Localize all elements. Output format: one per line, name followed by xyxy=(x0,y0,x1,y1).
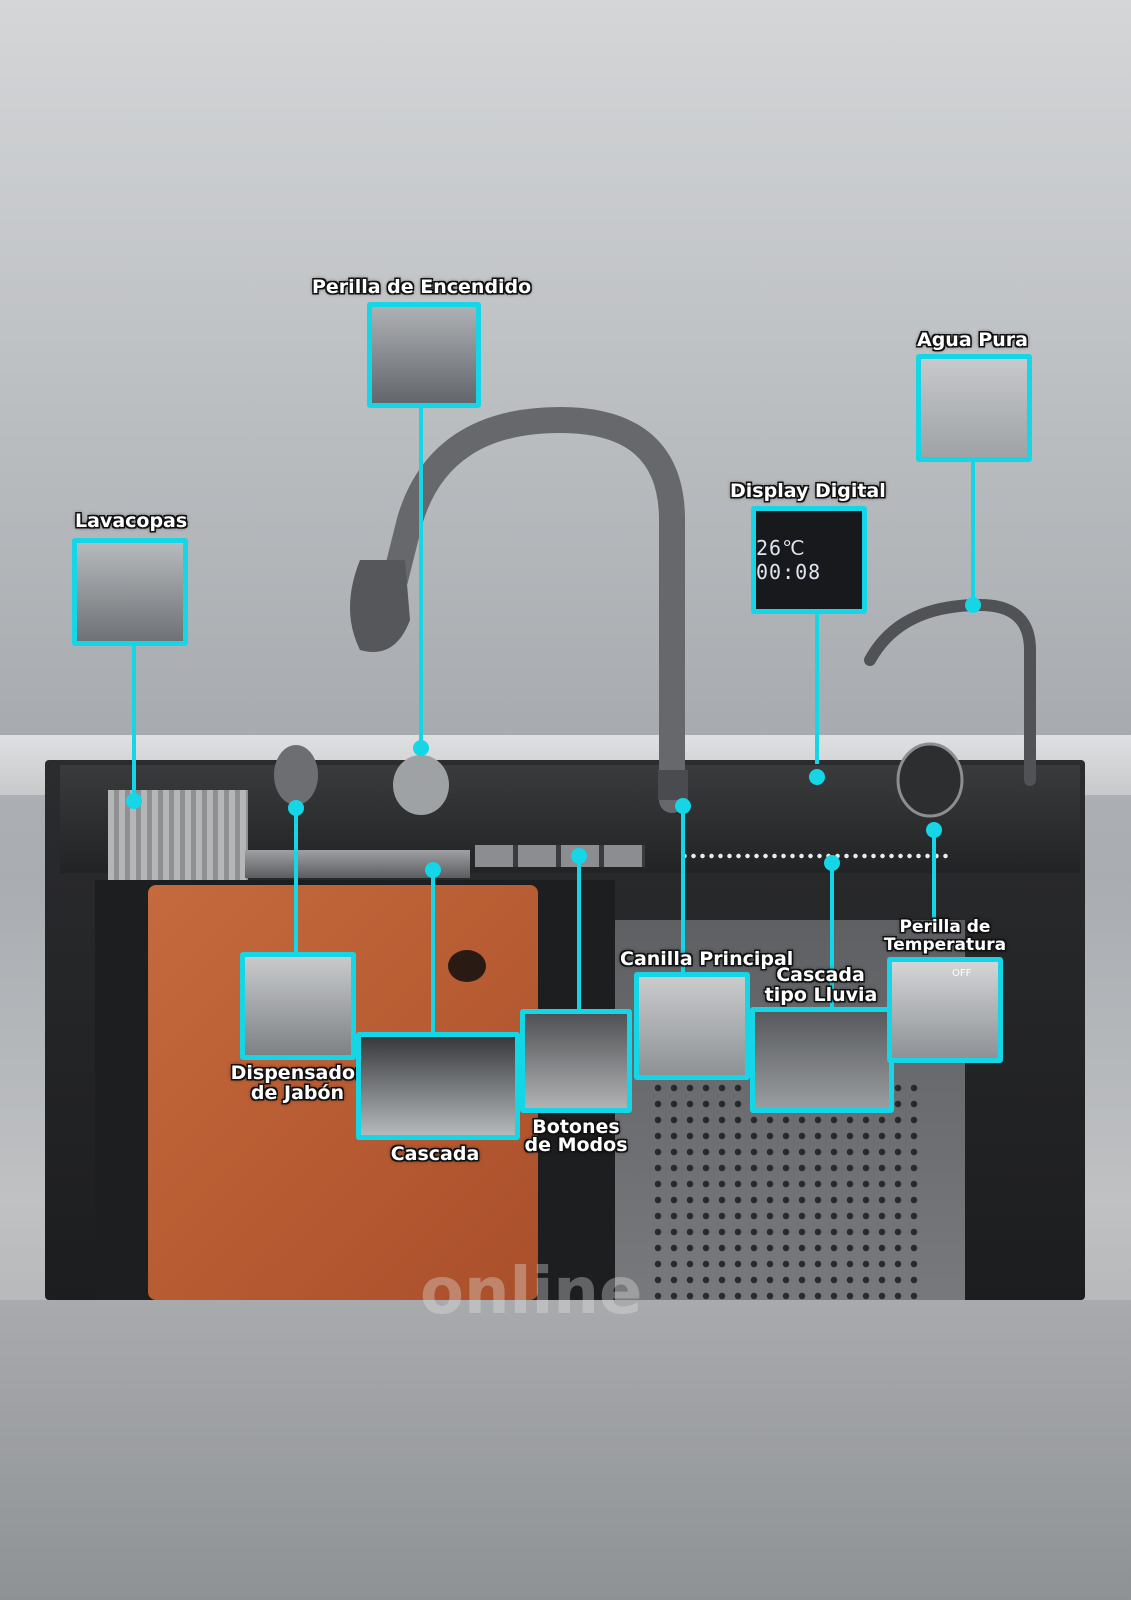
callout-perilla-temperatura: OFF xyxy=(887,957,1003,1063)
temperature-knob-icon xyxy=(896,742,964,818)
marker-agua-pura xyxy=(965,597,981,613)
marker-cascada-lluvia xyxy=(824,855,840,871)
label-perilla-encendido: Perilla de Encendido xyxy=(312,276,532,298)
label-display-digital: Display Digital xyxy=(730,480,886,502)
leader-botones xyxy=(577,856,581,1011)
leader-agua-pura xyxy=(971,462,975,602)
marker-lavacopas xyxy=(126,793,142,809)
label-perilla-temp-line1: Perilla de xyxy=(899,917,991,937)
rain-waterfall-led-strip xyxy=(680,852,950,860)
faucet-spray-head xyxy=(350,560,410,652)
label-perilla-temp-line2: Temperatura xyxy=(883,935,1007,955)
label-cascada-lluvia-line1: Cascada xyxy=(776,964,865,986)
label-dispensador-line2: de Jabón xyxy=(250,1082,345,1104)
label-cascada-lluvia-line2: tipo Lluvia xyxy=(764,984,878,1006)
callout-perilla-encendido xyxy=(367,302,481,408)
label-dispensador-line1: Dispensador xyxy=(230,1062,365,1084)
marker-display-digital xyxy=(809,769,825,785)
callout-cascada-lluvia xyxy=(750,1007,894,1113)
callout-cascada xyxy=(356,1032,520,1140)
label-canilla-principal: Canilla Principal xyxy=(620,948,794,970)
callout-agua-pura xyxy=(916,354,1032,462)
temperature-knob-marking: OFF xyxy=(952,968,972,979)
faucet-icon xyxy=(382,406,685,813)
label-cascada: Cascada xyxy=(390,1143,480,1165)
label-botones-line1: Botones xyxy=(532,1116,620,1138)
leader-perilla-encendido xyxy=(419,408,423,748)
leader-dispensador xyxy=(294,808,298,958)
leader-cascada-lluvia xyxy=(830,862,834,1012)
marker-canilla-principal xyxy=(675,798,691,814)
label-botones-line2: de Modos xyxy=(524,1134,628,1156)
callout-botones xyxy=(520,1009,632,1113)
knob-icon xyxy=(393,755,449,815)
soap-pump-icon xyxy=(274,745,318,805)
leader-canilla-principal xyxy=(681,805,685,975)
mode-buttons-strip xyxy=(475,845,645,867)
cutting-board-hole xyxy=(448,950,486,982)
leader-perilla-temperatura xyxy=(932,830,936,922)
leader-cascada xyxy=(431,870,435,1035)
faucet-base xyxy=(658,770,688,800)
drain-rack-holes xyxy=(650,1080,920,1300)
callout-dispensador xyxy=(240,952,356,1060)
leader-display-digital xyxy=(815,614,819,764)
marker-perilla-encendido xyxy=(413,740,429,756)
leader-lavacopas xyxy=(132,646,136,796)
watermark: online xyxy=(420,1255,643,1329)
cabinet-background xyxy=(0,1300,1131,1600)
label-agua-pura: Agua Pura xyxy=(917,329,1028,351)
callout-lavacopas xyxy=(72,538,188,646)
led-display-icon: 26℃ 00:08 xyxy=(756,536,822,584)
callout-canilla-principal xyxy=(634,972,750,1080)
label-lavacopas: Lavacopas xyxy=(75,510,188,532)
callout-display-digital: 26℃ 00:08 xyxy=(751,506,867,614)
